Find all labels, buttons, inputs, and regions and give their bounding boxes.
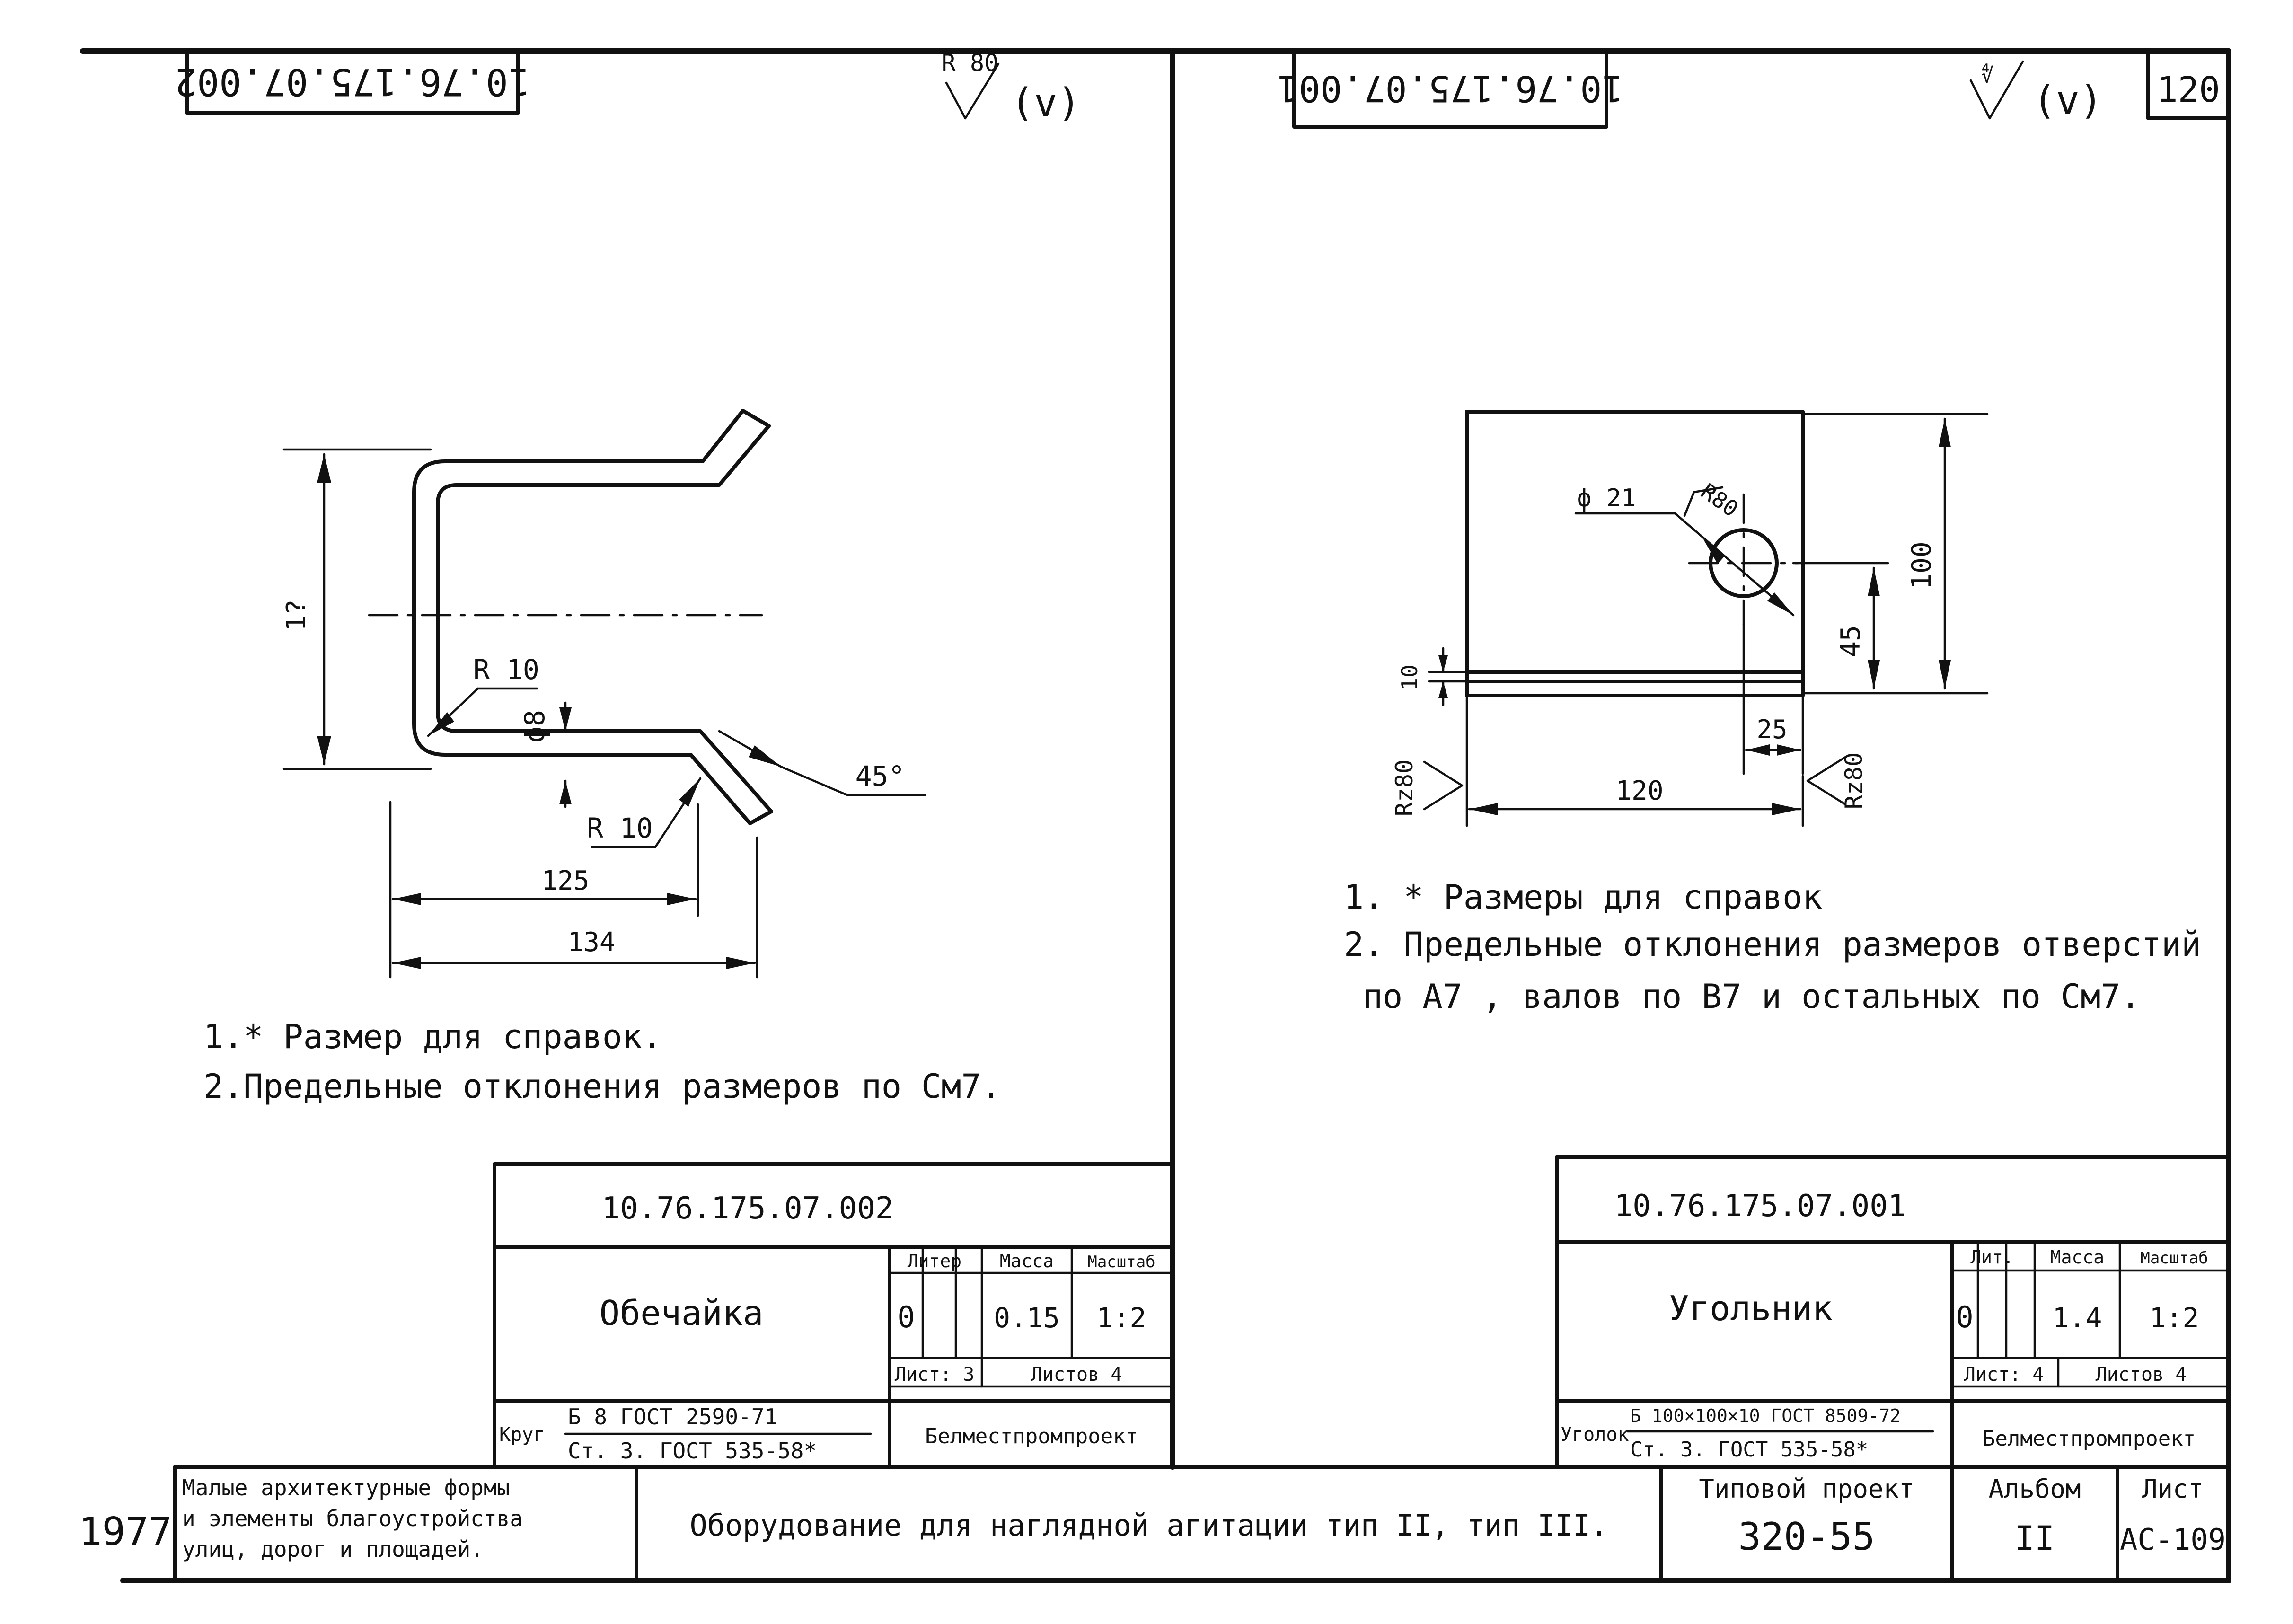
- bottom-title: Оборудование для наглядной агитации тип …: [689, 1508, 1608, 1543]
- left-tb-code: 10.76.175.07.002: [602, 1191, 894, 1226]
- left-roughness-paren: (v): [1011, 80, 1081, 125]
- right-tb-name: Угольник: [1669, 1289, 1833, 1328]
- sheet-number-box: 120: [2146, 49, 2231, 120]
- sheet-frame: [80, 48, 2231, 1583]
- bottom-project-value: 320-55: [1738, 1515, 1875, 1559]
- left-length-dimensions: 125 134: [389, 801, 758, 979]
- left-radius-upper-value: R 10: [473, 653, 539, 686]
- right-width-value: 120: [1615, 776, 1663, 806]
- right-height-value: 100: [1906, 541, 1937, 589]
- left-height-dimension: 1?: [281, 448, 432, 770]
- left-length-2-value: 134: [567, 927, 615, 958]
- bottom-album-label: Альбом: [1988, 1474, 2081, 1504]
- right-hole-dimension: ϕ 21 R80: [1574, 478, 1795, 617]
- right-roughness-left-value: Rz80: [1391, 759, 1418, 816]
- left-tb-material-prefix: Круг: [499, 1424, 545, 1446]
- left-diameter-dimension: ϕ8: [519, 701, 572, 808]
- right-hole-offset-dimension: 25: [1742, 623, 1804, 775]
- right-note-3: по А7 , валов по В7 и остальных по См7.: [1363, 977, 2141, 1016]
- left-radius-lower-leader: R 10: [587, 777, 702, 848]
- right-width-dimension: 120: [1465, 697, 1804, 827]
- right-hole-height-value: 45: [1835, 625, 1866, 657]
- left-tb-material-bottom: Ст. 3. ГОСТ 535-58*: [568, 1438, 817, 1464]
- right-drawing: 10.76.175.07.001 ∜ (v) ϕ 21 R80: [1277, 49, 2231, 1469]
- left-tb-col-liter: Литер: [908, 1251, 961, 1271]
- right-tb-code: 10.76.175.07.001: [1614, 1189, 1906, 1224]
- left-tb-liter-value: 0: [897, 1300, 915, 1334]
- left-tb-organization: Белместпромпроект: [925, 1424, 1138, 1448]
- right-roughness-symbol: ∜ (v): [1969, 60, 2103, 123]
- bottom-sheet-value: АС-109: [2120, 1522, 2226, 1557]
- right-height-dimension: 100: [1804, 413, 1989, 695]
- right-tb-sheet-label: Лист: 4: [1964, 1364, 2044, 1386]
- left-tb-scale-value: 1:2: [1097, 1302, 1146, 1334]
- left-diameter-value: ϕ8: [519, 710, 551, 743]
- bottom-project-label: Типовой проект: [1699, 1474, 1914, 1504]
- right-hole-value: ϕ 21: [1577, 484, 1636, 512]
- right-note-2: 2. Предельные отклонения размеров отверс…: [1344, 925, 2201, 964]
- left-roughness-symbol: R 80 (v): [942, 49, 1081, 125]
- right-hole-height-dimension: 45: [1792, 562, 1889, 690]
- bottom-series-line-1: Малые архитектурные формы: [182, 1475, 510, 1500]
- left-drawing-code-mirrored: 10.76.175.07.002: [175, 60, 530, 103]
- right-tb-material-bottom: Ст. 3. ГОСТ 535-58*: [1630, 1438, 1868, 1462]
- bottom-series-line-2: и элементы благоустройства: [182, 1506, 523, 1531]
- right-roughness-paren: (v): [2033, 78, 2103, 123]
- left-angle-value: 45°: [855, 760, 905, 792]
- right-tb-liter-value: 0: [1956, 1300, 1973, 1334]
- right-thickness-dimension: 10: [1397, 647, 1468, 706]
- left-title-block: 10.76.175.07.002 Обечайка Литер Масса Ма…: [493, 1162, 1174, 1469]
- right-thickness-value: 10: [1397, 664, 1422, 690]
- right-tb-col-liter: Лит.: [1970, 1247, 2014, 1268]
- right-tb-col-mass: Масса: [2050, 1247, 2104, 1268]
- left-tb-mass-value: 0.15: [994, 1302, 1060, 1334]
- sheet-number: 120: [2157, 70, 2220, 110]
- bottom-title-strip: 1977 Малые архитектурные формы и элемент…: [79, 1465, 2231, 1582]
- right-tb-mass-value: 1.4: [2053, 1302, 2102, 1334]
- right-tb-col-scale: Масштаб: [2140, 1249, 2208, 1268]
- bottom-album-value: II: [2015, 1519, 2055, 1558]
- left-tb-sheets-label: Листов 4: [1031, 1364, 1122, 1386]
- right-roughness-value: ∜: [1981, 63, 1994, 88]
- right-tb-sheets-label: Листов 4: [2096, 1364, 2187, 1386]
- bottom-year: 1977: [79, 1509, 172, 1554]
- left-note-2: 2.Предельные отклонения размеров по См7.: [203, 1067, 1001, 1106]
- left-angle-dimension: 45°: [718, 730, 926, 796]
- right-drawing-code-mirrored: 10.76.175.07.001: [1277, 68, 1623, 110]
- right-title-block: 10.76.175.07.001 Угольник Лит. Масса Мас…: [1555, 1155, 2231, 1469]
- left-tb-sheet-label: Лист: 3: [895, 1364, 975, 1386]
- angle-bracket-part: [1465, 410, 1805, 697]
- right-roughness-right-value: Rz80: [1840, 752, 1868, 809]
- right-note-1: 1. * Размеры для справок: [1344, 878, 1822, 917]
- left-drawing: 10.76.175.07.002 R 80 (v) 1?: [175, 49, 1174, 1469]
- left-length-1-value: 125: [541, 865, 589, 896]
- bottom-series-line-3: улиц, дорог и площадей.: [182, 1536, 484, 1562]
- left-tb-col-scale: Масштаб: [1087, 1253, 1155, 1271]
- right-tb-material-top: Б 100×100×10 ГОСТ 8509-72: [1630, 1405, 1901, 1426]
- left-tb-material-top: Б 8 ГОСТ 2590-71: [568, 1404, 777, 1430]
- right-tb-material-prefix: Уголок: [1561, 1424, 1629, 1446]
- right-roughness-left: Rz80: [1391, 759, 1464, 816]
- bottom-sheet-label: Лист: [2142, 1474, 2204, 1504]
- right-tb-scale-value: 1:2: [2150, 1302, 2199, 1334]
- right-roughness-right: Rz80: [1806, 752, 1868, 809]
- left-tb-col-mass: Масса: [1000, 1251, 1054, 1271]
- left-radius-lower-value: R 10: [587, 812, 653, 844]
- left-tb-name: Обечайка: [600, 1293, 764, 1333]
- bent-rod-part: [368, 409, 773, 825]
- left-roughness-value: R 80: [942, 49, 998, 77]
- left-height-value: 1?: [281, 599, 312, 631]
- right-tb-organization: Белместпромпроект: [1983, 1427, 2196, 1451]
- right-hole-roughness: R80: [1696, 478, 1743, 522]
- left-note-1: 1.* Размер для справок.: [203, 1017, 662, 1056]
- left-radius-upper-leader: R 10: [427, 653, 539, 737]
- right-hole-offset-value: 25: [1756, 715, 1787, 744]
